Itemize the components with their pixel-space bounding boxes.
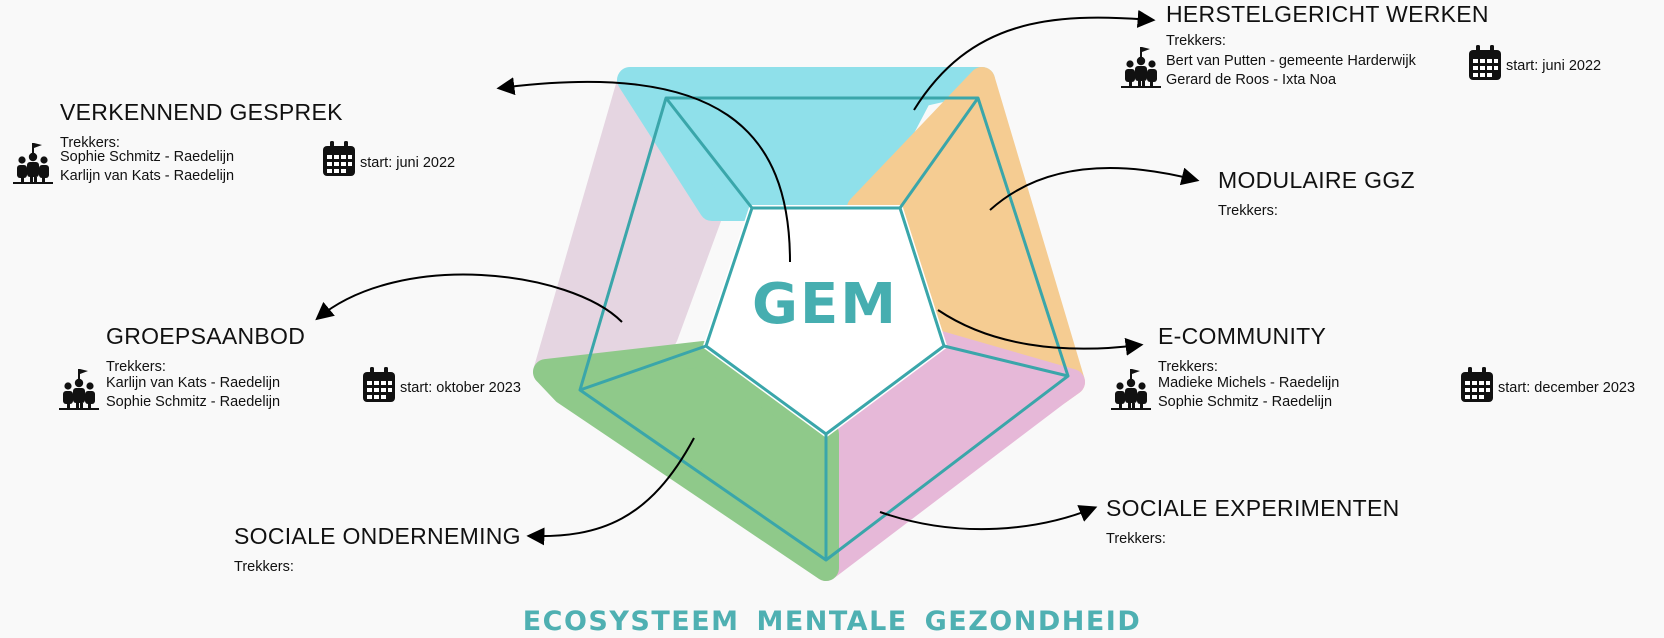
calendar-icon — [320, 140, 358, 183]
trekker-name: Sophie Schmitz - Raedelijn — [106, 394, 281, 410]
trekker-name: Madieke Michels - Raedelijn — [1158, 375, 1340, 391]
arrow-verkennend — [496, 77, 791, 263]
calendar-icon — [1466, 44, 1504, 87]
section-herstelgericht: HERSTELGERICHT WERKEN Trekkers: — [1166, 0, 1489, 50]
section-sociale-onderneming: SOCIALE ONDERNEMING Trekkers: — [234, 522, 521, 576]
section-title: E-COMMUNITY — [1158, 323, 1327, 349]
trekkers-label: Trekkers: — [1218, 203, 1278, 219]
spoke-right — [943, 344, 1069, 378]
section-title: GROEPSAANBOD — [106, 323, 306, 349]
trekker-name: Sophie Schmitz - Raedelijn — [60, 149, 235, 165]
footer-title: ECOSYSTEEM MENTALE GEZONDHEID — [522, 606, 1142, 637]
section-title: SOCIALE ONDERNEMING — [234, 523, 521, 549]
team-lead-icon — [58, 368, 100, 417]
section-title: VERKENNEND GESPREK — [60, 99, 343, 125]
trekkers-label: Trekkers: — [60, 135, 120, 151]
trekkers-label: Trekkers: — [234, 559, 294, 575]
trekkers-names: Madieke Michels - Raedelijn Sophie Schmi… — [1158, 374, 1339, 412]
arrow-sociale-experimenten — [879, 505, 1098, 531]
outer-pentagon-outline — [578, 96, 1070, 562]
section-modulaire: MODULAIRE GGZ Trekkers: — [1218, 166, 1415, 220]
section-title: SOCIALE EXPERIMENTEN — [1106, 495, 1400, 521]
inner-pentagon-outline — [704, 206, 946, 436]
trekkers-label: Trekkers: — [1166, 33, 1226, 49]
center-label: GEM — [752, 272, 898, 337]
trekkers-label: Trekkers: — [106, 359, 166, 375]
team-lead-icon — [1120, 46, 1162, 95]
team-lead-icon — [1110, 368, 1152, 417]
trekkers-names: Bert van Putten - gemeente Harderwijk Ge… — [1166, 52, 1416, 90]
start-date: start: juni 2022 — [360, 155, 456, 171]
calendar-icon — [360, 366, 398, 409]
start-date: start: oktober 2023 — [400, 380, 521, 396]
spoke-top-right — [898, 97, 980, 209]
trekkers-label: Trekkers: — [1158, 359, 1218, 375]
start-date: start: december 2023 — [1498, 380, 1636, 396]
trekker-name: Sophie Schmitz - Raedelijn — [1158, 394, 1333, 410]
trekker-name: Karlijn van Kats - Raedelijn — [60, 168, 235, 184]
section-groepsaanbod: GROEPSAANBOD Trekkers: — [106, 322, 305, 376]
arrow-herstelgericht — [913, 9, 1156, 111]
arrow-groepsaanbod — [315, 273, 623, 323]
arrow-ecommunity — [937, 309, 1144, 356]
start-date: start: juni 2022 — [1506, 58, 1602, 74]
trekker-name: Gerard de Roos - Ixta Noa — [1166, 72, 1337, 88]
trekkers-names: Karlijn van Kats - Raedelijn Sophie Schm… — [106, 374, 280, 412]
calendar-icon — [1458, 366, 1496, 409]
spoke-top-left — [664, 97, 754, 209]
section-verkennend: VERKENNEND GESPREK Trekkers: — [60, 98, 343, 152]
trekkers-label: Trekkers: — [1106, 531, 1166, 547]
team-lead-icon — [12, 142, 54, 191]
section-ecommunity: E-COMMUNITY Trekkers: — [1158, 322, 1326, 376]
section-title: HERSTELGERICHT WERKEN — [1166, 1, 1489, 27]
trekker-name: Karlijn van Kats - Raedelijn — [106, 375, 281, 391]
spoke-left — [579, 344, 707, 392]
trekkers-names: Sophie Schmitz - Raedelijn Karlijn van K… — [60, 148, 234, 186]
trekker-name: Bert van Putten - gemeente Harderwijk — [1166, 53, 1416, 69]
segment-top — [617, 67, 995, 221]
arrow-sociale-onderneming — [526, 437, 695, 546]
arrow-modulaire — [989, 166, 1200, 211]
section-title: MODULAIRE GGZ — [1218, 167, 1415, 193]
section-sociale-experimenten: SOCIALE EXPERIMENTEN Trekkers: — [1106, 494, 1400, 548]
